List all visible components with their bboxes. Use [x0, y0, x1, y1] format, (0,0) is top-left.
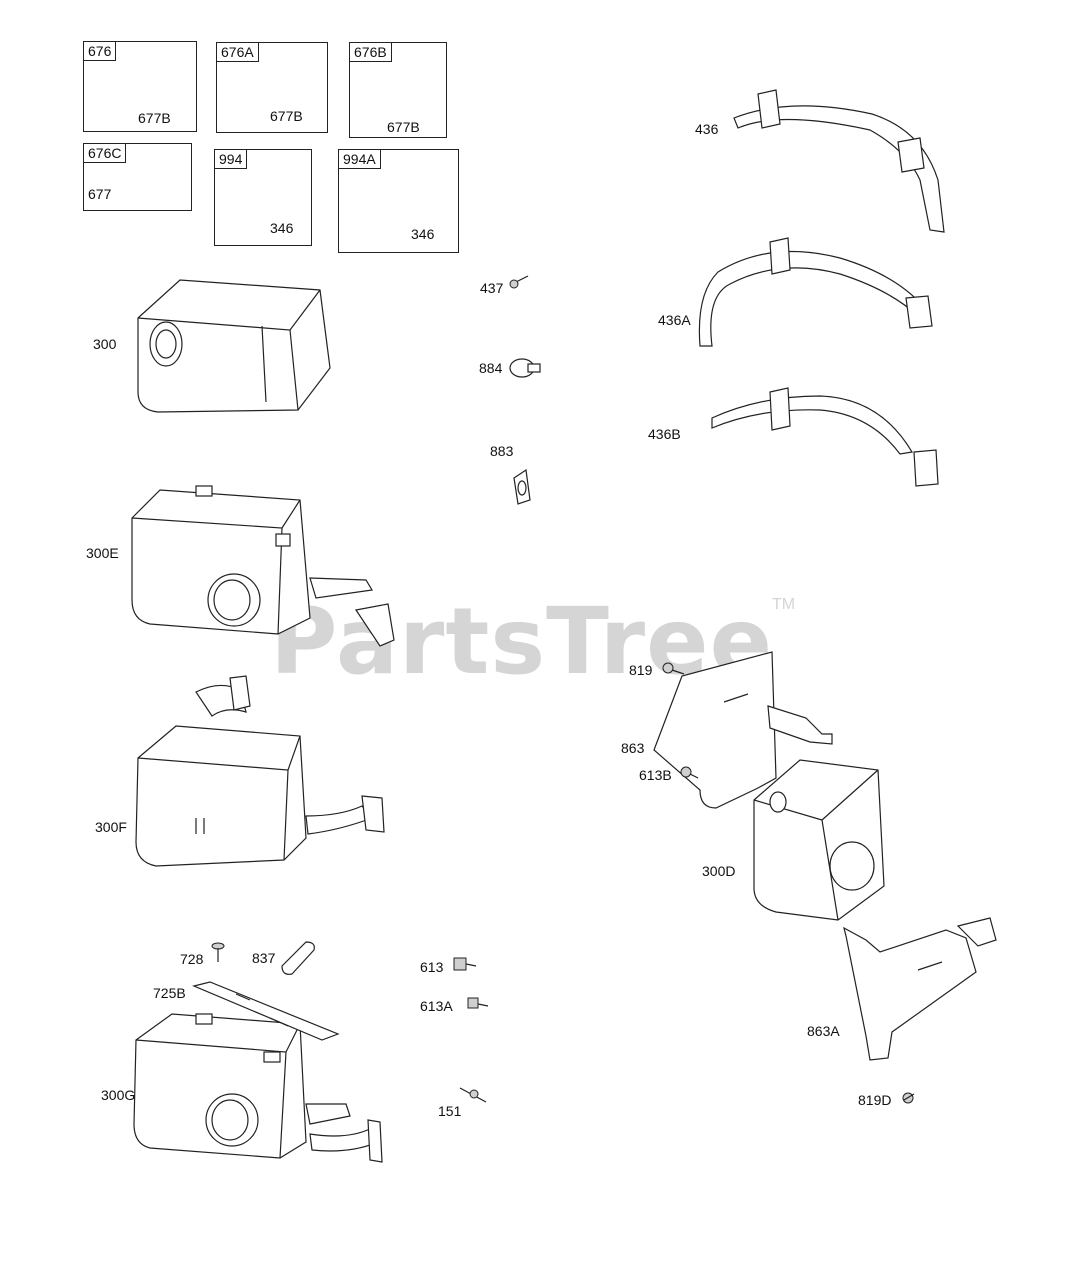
inset-676A[interactable]: 676A 677B	[216, 42, 328, 133]
callout-613B[interactable]: 613B	[639, 767, 672, 783]
callout-613A[interactable]: 613A	[420, 998, 453, 1014]
callout-300[interactable]: 300	[93, 336, 117, 352]
screw-437-drawing[interactable]	[509, 275, 529, 289]
part-number-tag: 676C	[84, 144, 127, 163]
stud-151-drawing[interactable]	[459, 1087, 487, 1103]
callout-725B[interactable]: 725B	[153, 985, 186, 1001]
pipe-436A-drawing[interactable]	[698, 237, 933, 347]
callout-728[interactable]: 728	[180, 951, 204, 967]
bolt-613-drawing[interactable]	[453, 957, 477, 971]
callout-300G[interactable]: 300G	[101, 1087, 136, 1103]
pipe-436B-drawing[interactable]	[711, 387, 939, 487]
callout-300F[interactable]: 300F	[95, 819, 127, 835]
gasket-883-drawing[interactable]	[513, 468, 531, 505]
trademark-symbol: TM	[772, 596, 796, 613]
callout-label: 346	[270, 220, 294, 236]
callout-436[interactable]: 436	[695, 121, 719, 137]
callout-863[interactable]: 863	[621, 740, 645, 756]
inset-994[interactable]: 994 346	[214, 149, 312, 246]
bracket-863A-drawing[interactable]	[843, 917, 997, 1061]
inset-994A[interactable]: 994A 346	[338, 149, 459, 253]
callout-label: 677	[88, 186, 112, 202]
callout-819[interactable]: 819	[629, 662, 653, 678]
clamp-884-drawing[interactable]	[509, 358, 541, 378]
plate-725B-drawing[interactable]	[192, 981, 340, 1041]
part-number-tag: 994	[215, 150, 248, 169]
callout-883[interactable]: 883	[490, 443, 514, 459]
screw-819-drawing[interactable]	[662, 662, 685, 675]
callout-label: 677B	[387, 119, 420, 135]
muffler-300G-drawing[interactable]	[133, 1013, 383, 1163]
callout-436A[interactable]: 436A	[658, 312, 691, 328]
screw-819D-drawing[interactable]	[902, 1092, 915, 1104]
clip-837-drawing[interactable]	[281, 941, 315, 975]
callout-label: 677B	[270, 108, 303, 124]
callout-label: 677B	[138, 110, 171, 126]
part-number-tag: 676B	[350, 43, 392, 62]
callout-863A[interactable]: 863A	[807, 1023, 840, 1039]
callout-613[interactable]: 613	[420, 959, 444, 975]
callout-436B[interactable]: 436B	[648, 426, 681, 442]
part-number-tag: 994A	[339, 150, 381, 169]
muffler-300D-drawing[interactable]	[753, 759, 885, 921]
screw-613B-drawing[interactable]	[680, 766, 699, 779]
pipe-436-drawing[interactable]	[733, 89, 945, 233]
callout-437[interactable]: 437	[480, 280, 504, 296]
callout-label: 346	[411, 226, 435, 242]
callout-300E[interactable]: 300E	[86, 545, 119, 561]
muffler-300-drawing[interactable]	[137, 279, 331, 413]
callout-837[interactable]: 837	[252, 950, 276, 966]
screw-728-drawing[interactable]	[211, 942, 225, 962]
inset-676C[interactable]: 676C 677	[83, 143, 192, 211]
muffler-300F-drawing[interactable]	[135, 675, 385, 867]
inset-676[interactable]: 676 677B	[83, 41, 197, 132]
inset-676B[interactable]: 676B 677B	[349, 42, 447, 138]
callout-300D[interactable]: 300D	[702, 863, 736, 879]
callout-151[interactable]: 151	[438, 1103, 462, 1119]
part-number-tag: 676	[84, 42, 117, 61]
callout-819D[interactable]: 819D	[858, 1092, 892, 1108]
part-number-tag: 676A	[217, 43, 259, 62]
muffler-300E-drawing[interactable]	[131, 485, 395, 647]
callout-884[interactable]: 884	[479, 360, 503, 376]
bolt-613A-drawing[interactable]	[467, 997, 489, 1009]
